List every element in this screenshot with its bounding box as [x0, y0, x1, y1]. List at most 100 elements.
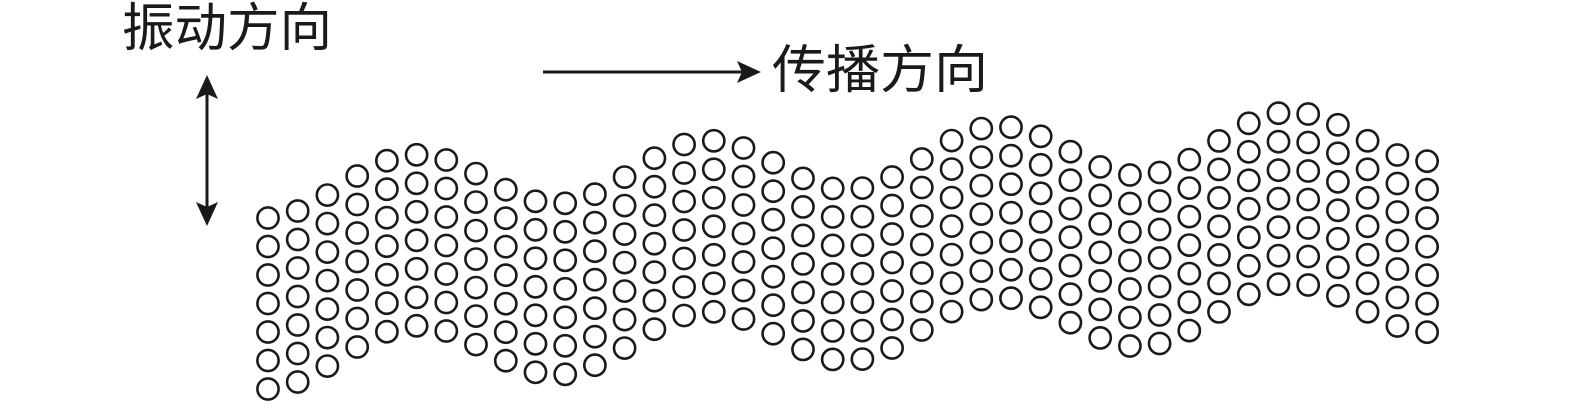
particle: [880, 336, 905, 360]
particle: [1236, 168, 1261, 193]
particle: [285, 256, 310, 280]
particle: [1296, 273, 1321, 297]
particle: [672, 246, 697, 271]
particle: [285, 284, 310, 309]
particle: [1355, 242, 1380, 267]
particle: [820, 176, 845, 201]
particle: [553, 333, 578, 358]
particle: [1266, 158, 1291, 183]
particle: [672, 132, 697, 157]
particle: [256, 263, 280, 287]
particle: [909, 204, 934, 228]
particle: [1236, 225, 1261, 250]
particle: [1415, 206, 1440, 231]
particle: [791, 308, 815, 333]
particle: [583, 353, 607, 378]
particle: [583, 239, 607, 264]
particle: [1266, 129, 1291, 154]
particle: [999, 200, 1023, 225]
particle: [1415, 234, 1440, 259]
particle: [820, 261, 845, 286]
particle: [880, 165, 905, 189]
vibration-direction-label: 振动方向: [122, 0, 332, 59]
particle: [1415, 149, 1440, 174]
particle: [434, 148, 459, 172]
particle: [761, 321, 786, 346]
particle: [909, 261, 934, 285]
particle: [820, 347, 845, 372]
particle: [701, 271, 726, 296]
particle: [553, 248, 578, 273]
particle: [493, 291, 518, 316]
particle: [553, 362, 578, 387]
particle: [1207, 128, 1231, 153]
particle: [1355, 271, 1380, 296]
particle: [345, 335, 370, 359]
particle: [464, 247, 488, 272]
particle: [1355, 214, 1380, 239]
particle: [315, 240, 340, 265]
particle: [909, 289, 934, 314]
particle: [1058, 196, 1083, 221]
particle: [761, 293, 786, 318]
particle: [464, 275, 488, 300]
particle: [315, 183, 340, 208]
particle: [1088, 211, 1113, 236]
particle: [1326, 198, 1350, 223]
particle: [850, 233, 875, 258]
particle: [1355, 185, 1380, 210]
particle: [583, 296, 607, 321]
particle: [404, 228, 429, 253]
particle: [315, 211, 340, 236]
particle: [1415, 291, 1440, 316]
particle: [999, 257, 1023, 282]
particle: [523, 189, 548, 214]
particle: [1326, 141, 1350, 166]
particle: [1207, 242, 1231, 267]
particle: [850, 290, 875, 315]
particle: [1415, 320, 1440, 345]
particle: [731, 278, 756, 303]
particle: [909, 318, 934, 342]
particle: [345, 278, 370, 302]
particle: [999, 115, 1023, 140]
particle: [1147, 274, 1172, 299]
particle: [404, 313, 429, 338]
particle: [612, 307, 637, 332]
particle: [909, 175, 934, 200]
particle: [493, 263, 518, 288]
particle: [880, 279, 905, 303]
particle: [1058, 168, 1083, 193]
particle: [1385, 314, 1410, 338]
particle: [1028, 181, 1053, 206]
particle: [1028, 209, 1053, 234]
particle: [1118, 248, 1142, 273]
particle: [850, 204, 875, 229]
particle: [939, 299, 964, 324]
particle: [612, 336, 637, 361]
particle: [434, 262, 459, 286]
particle: [434, 205, 459, 229]
particle: [256, 234, 280, 259]
particle: [1326, 226, 1350, 251]
particle: [1147, 331, 1172, 356]
particle: [1177, 318, 1202, 343]
particle: [553, 305, 578, 330]
particle: [701, 242, 726, 267]
particle: [1385, 285, 1410, 310]
particle: [285, 313, 310, 337]
particle: [345, 306, 370, 331]
particle: [434, 319, 459, 343]
particle: [642, 203, 667, 228]
particle: [1207, 157, 1231, 182]
particle: [731, 250, 756, 274]
particle: [464, 218, 488, 243]
particle: [583, 210, 607, 235]
particle: [1147, 303, 1172, 327]
particle: [672, 189, 697, 214]
arrow-down-head: [196, 202, 218, 226]
particle: [1385, 143, 1410, 167]
particle: [701, 128, 726, 153]
particle: [1088, 154, 1113, 179]
particle: [761, 179, 786, 204]
